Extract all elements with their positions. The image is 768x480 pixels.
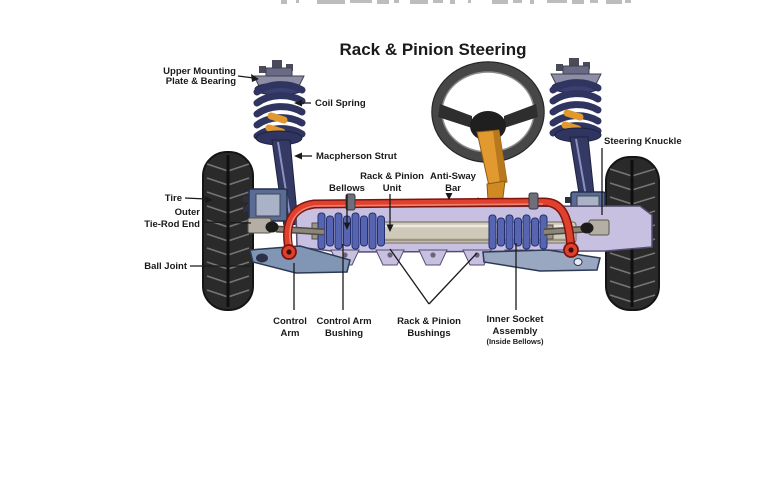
outer-tie-rod-leader xyxy=(202,221,252,224)
mount-stud xyxy=(569,58,579,66)
label-inner-socket-assembly: Inner Socket Assembly (Inside Bellows) xyxy=(486,314,544,346)
wheel-spoke xyxy=(438,104,472,128)
bearing-block xyxy=(562,65,590,75)
upper-mounting-leader xyxy=(237,75,255,79)
label-line: Anti-Sway xyxy=(430,171,477,182)
tire-leader xyxy=(184,197,207,200)
label-rack-pinion-bushings: Rack & Pinion Bushings xyxy=(397,316,461,339)
clipped-text-remnant xyxy=(281,0,631,4)
label-line: Rack & Pinion xyxy=(360,171,424,182)
label-bellows: Bellows xyxy=(329,183,365,194)
column-shading xyxy=(493,130,507,184)
label-rack-pinion-unit: Rack & Pinion Unit xyxy=(360,171,424,194)
left-steering-knuckle xyxy=(243,188,288,222)
mount-nut xyxy=(259,66,266,73)
anti-sway-bar xyxy=(281,192,579,260)
label-anti-sway-bar: Anti-Sway Bar xyxy=(430,171,477,194)
outer-tie-rod-end xyxy=(580,222,594,234)
rack-bushings-leader-left xyxy=(389,248,430,305)
diagram-title: Rack & Pinion Steering xyxy=(339,40,526,59)
label-control-arm: Control Arm xyxy=(273,316,307,339)
ball-joint xyxy=(256,253,268,263)
label-line: Inner Socket xyxy=(486,314,544,325)
label-line: Rack & Pinion xyxy=(397,316,461,327)
label-outer-tie-rod-end: Outer Tie-Rod End xyxy=(144,207,200,230)
right-strut-assembly xyxy=(549,58,602,207)
left-control-arm xyxy=(249,245,351,274)
right-control-arm xyxy=(482,249,601,272)
label-line: Arm xyxy=(280,328,299,339)
mount-nut xyxy=(556,64,563,71)
label-control-arm-bushing: Control Arm Bushing xyxy=(316,316,371,339)
label-line: Assembly xyxy=(493,326,539,337)
label-tire: Tire xyxy=(165,193,182,204)
leader-lines xyxy=(184,74,603,310)
label-line: Control Arm xyxy=(316,316,371,327)
label-line: Bar xyxy=(445,183,461,194)
arm-hole xyxy=(573,258,583,266)
left-strut-assembly xyxy=(253,60,306,227)
spring-accent xyxy=(561,109,584,133)
sway-bar-clamp xyxy=(345,193,356,211)
label-line: Outer xyxy=(175,207,201,218)
wheel-spoke xyxy=(504,104,538,128)
outer-tie-rod-end xyxy=(265,221,279,233)
left-tire xyxy=(202,151,254,311)
label-line: Control xyxy=(273,316,307,327)
label-upper-mounting-plate: Upper Mounting Plate & Bearing xyxy=(163,66,236,87)
label-line: (Inside Bellows) xyxy=(486,337,544,346)
spring-accent xyxy=(265,112,288,136)
label-line: Bushing xyxy=(325,328,363,339)
bearing-block xyxy=(265,67,293,77)
label-coil-spring: Coil Spring xyxy=(315,98,366,109)
label-line: Tie-Rod End xyxy=(144,219,200,230)
label-ball-joint: Ball Joint xyxy=(144,261,188,272)
right-bellows xyxy=(488,214,554,250)
label-steering-knuckle: Steering Knuckle xyxy=(604,136,682,147)
rack-bushings-leader-right xyxy=(428,252,478,305)
label-line: Unit xyxy=(383,183,402,194)
mount-stud xyxy=(272,60,282,68)
label-line: Bushings xyxy=(407,328,450,339)
label-line: Upper Mounting xyxy=(163,66,236,77)
sway-bar-clamp xyxy=(528,192,539,210)
label-macpherson-strut: Macpherson Strut xyxy=(316,151,398,162)
label-line: Plate & Bearing xyxy=(166,76,236,87)
strut-highlight xyxy=(277,141,292,223)
